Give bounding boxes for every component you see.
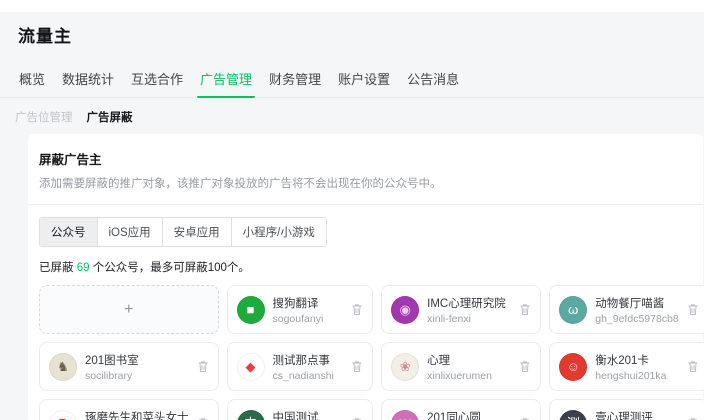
- delete-icon[interactable]: [519, 417, 531, 420]
- platform-filter-group: 公众号 iOS应用 安卓应用 小程序/小游戏: [39, 217, 327, 247]
- sub-tabbar: 广告位管理 广告屏蔽: [0, 98, 704, 134]
- blocked-account-card: ◆ 测试那点事 cs_nadianshi: [226, 342, 374, 391]
- blocked-account-card: 测 壹心理测评yixinlicp: [549, 399, 704, 420]
- account-name: 201同心圆: [427, 411, 481, 420]
- account-avatar: ◉: [391, 295, 420, 324]
- blocked-count-line: 已屏蔽 69 个公众号，最多可屏蔽100个。: [39, 262, 250, 274]
- account-name: 搜狗翻译: [272, 297, 319, 310]
- tab-announcements[interactable]: 公告消息: [407, 72, 460, 87]
- account-name: 心理: [427, 354, 451, 367]
- delete-icon[interactable]: [351, 360, 363, 373]
- blocked-account-card: ❀ 心理 xinlixuerumen: [381, 342, 542, 391]
- subtab-ad-blocking[interactable]: 广告屏蔽: [86, 112, 133, 124]
- delete-icon[interactable]: [519, 360, 531, 373]
- tab-data-stats[interactable]: 数据统计: [62, 72, 115, 87]
- account-avatar: ♞: [49, 352, 77, 381]
- delete-icon[interactable]: [351, 303, 363, 316]
- block-advertisers-panel: 屏蔽广告主 添加需要屏蔽的推广对象，该推广对象投放的广告将不会出现在你的公众号中…: [28, 134, 704, 420]
- account-avatar: ω: [559, 295, 588, 324]
- blocked-accounts-grid: + ■ 搜狗翻译 sogoufanyi ◉ IMC心理研究院 xinli-fenxi…: [39, 285, 704, 420]
- account-id: cs_nadianshi: [272, 369, 334, 382]
- blocked-account-card: ♞ 201图书室 socilibrary: [39, 342, 219, 391]
- main-tabbar: 概览 数据统计 互选合作 广告管理 财务管理 账户设置 公告消息: [0, 63, 704, 98]
- account-id: socilibrary: [85, 369, 133, 382]
- blocked-account-card: R 琢磨先生和菜头女士jnsfxyxwcm: [39, 399, 219, 420]
- account-name: 中国测试: [272, 411, 319, 420]
- account-name: 壹心理测评: [595, 411, 653, 420]
- account-avatar: ❀: [391, 352, 420, 381]
- account-avatar: ◆: [236, 352, 265, 381]
- account-name: 衡水201卡: [595, 354, 649, 367]
- plus-icon: +: [124, 300, 134, 318]
- page-top-strip: [0, 0, 704, 12]
- delete-icon[interactable]: [687, 360, 699, 373]
- blocked-account-card: 中 中国测试zhongguoceshi: [226, 399, 374, 420]
- account-id: hengshui201ka: [595, 369, 667, 382]
- tab-finance[interactable]: 财务管理: [269, 72, 322, 87]
- blocked-account-card: ■ 搜狗翻译 sogoufanyi: [226, 285, 374, 334]
- account-name: 动物餐厅喵酱: [595, 297, 665, 310]
- panel-title: 屏蔽广告主: [39, 153, 102, 167]
- tab-account-settings[interactable]: 账户设置: [338, 72, 391, 87]
- account-avatar: ■: [236, 295, 265, 324]
- account-avatar: 测: [559, 409, 588, 420]
- subtab-ad-slot-management[interactable]: 广告位管理: [15, 112, 73, 124]
- panel-description: 添加需要屏蔽的推广对象，该推广对象投放的广告将不会出现在你的公众号中。: [39, 178, 442, 190]
- blocked-account-card: ◉ IMC心理研究院 xinli-fenxi: [381, 285, 542, 334]
- panel-divider: [28, 204, 703, 205]
- account-id: xinli-fenxi: [427, 312, 471, 325]
- tab-mutual-cooperation[interactable]: 互选合作: [131, 72, 184, 87]
- account-name: 201图书室: [85, 354, 139, 367]
- filter-android-app[interactable]: 安卓应用: [161, 218, 231, 246]
- delete-icon[interactable]: [519, 303, 531, 316]
- page-title: 流量主: [18, 27, 72, 46]
- account-id: gh_9efdc5978cb8: [595, 312, 679, 325]
- add-blocked-account-button[interactable]: +: [39, 285, 219, 334]
- account-name: 测试那点事: [272, 354, 331, 367]
- tab-ad-management[interactable]: 广告管理: [197, 63, 256, 98]
- delete-icon[interactable]: [197, 417, 209, 420]
- filter-ios-app[interactable]: iOS应用: [96, 218, 162, 246]
- blocked-account-card: ω 动物餐厅喵酱 gh_9efdc5978cb8: [549, 285, 704, 334]
- account-id: sogoufanyi: [272, 312, 324, 325]
- account-avatar: ☺: [559, 352, 588, 381]
- tab-overview[interactable]: 概览: [19, 72, 46, 87]
- delete-icon[interactable]: [687, 417, 699, 420]
- blocked-account-card: ☺ 衡水201卡 hengshui201ka: [549, 342, 704, 391]
- filter-mini-program[interactable]: 小程序/小游戏: [230, 218, 326, 246]
- delete-icon[interactable]: [351, 417, 363, 420]
- account-avatar: R: [49, 409, 77, 420]
- blocked-account-card: 201 201同心圆gh_3a7cd50194f3: [381, 399, 542, 420]
- delete-icon[interactable]: [197, 360, 209, 373]
- filter-official-account[interactable]: 公众号: [40, 218, 97, 246]
- account-name: IMC心理研究院: [427, 297, 506, 310]
- blocked-count: 69: [76, 262, 90, 274]
- account-avatar: 201: [391, 409, 420, 420]
- delete-icon[interactable]: [687, 303, 699, 316]
- account-name: 琢磨先生和菜头女士: [85, 411, 189, 420]
- page-header: 流量主: [0, 12, 704, 47]
- account-avatar: 中: [236, 409, 265, 420]
- account-id: xinlixuerumen: [427, 369, 492, 382]
